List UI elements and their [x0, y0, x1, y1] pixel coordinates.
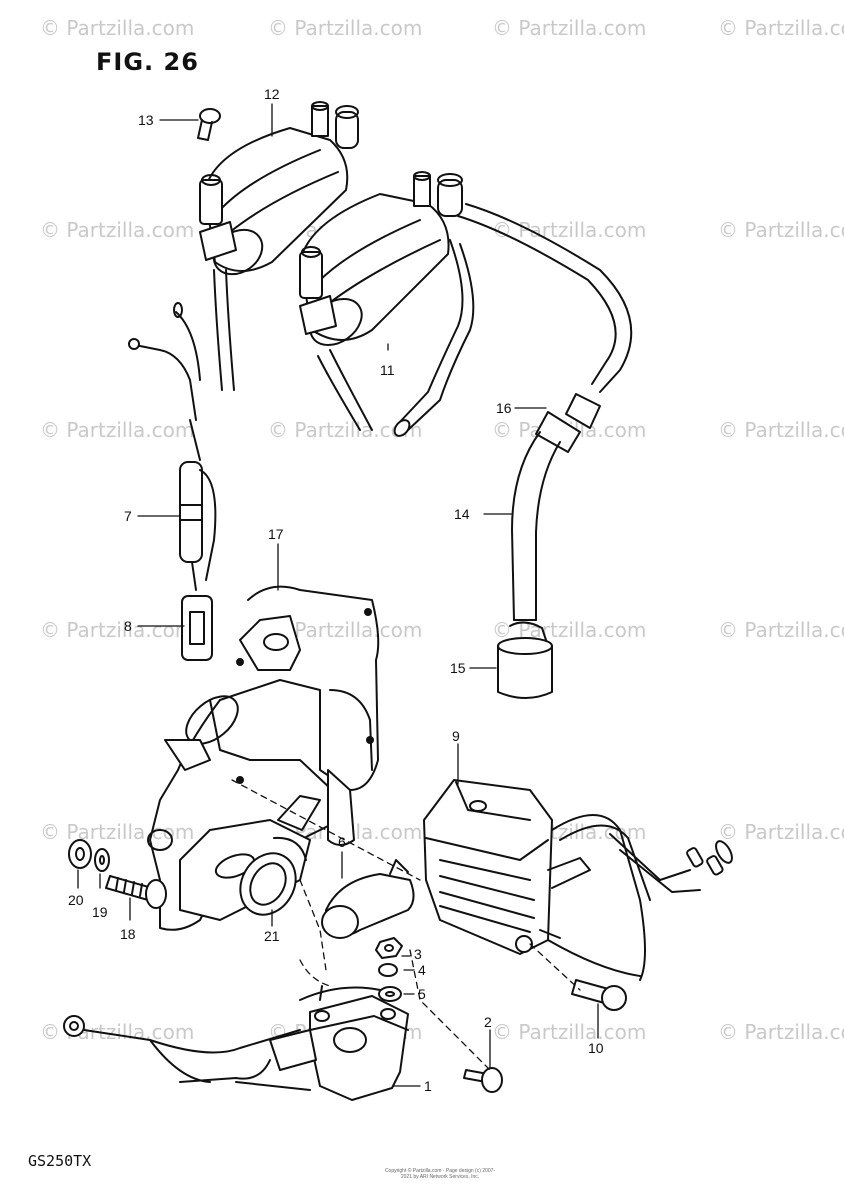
callout-20: 20 — [68, 892, 84, 908]
connection-lines — [232, 780, 580, 1070]
watermark: © Partzilla.com — [492, 1020, 647, 1044]
watermark: © Partzilla.com — [492, 218, 647, 242]
watermark: © Partzilla.com — [718, 418, 844, 442]
nut-3 — [376, 938, 402, 958]
screw-13 — [198, 109, 220, 140]
watermark: © Partzilla.com — [40, 218, 195, 242]
callout-13: 13 — [138, 112, 154, 128]
callout-21: 21 — [264, 928, 280, 944]
callout-17: 17 — [268, 526, 284, 542]
ignition-coil-upper — [200, 102, 358, 283]
callout-10: 10 — [588, 1040, 604, 1056]
starter-relay — [270, 986, 408, 1100]
callout-6: 6 — [338, 834, 346, 850]
watermark: © Partzilla.com — [492, 16, 647, 40]
callout-7: 7 — [124, 508, 132, 524]
callout-8: 8 — [124, 618, 132, 634]
watermark: © Partzilla.com — [718, 618, 844, 642]
callout-2: 2 — [484, 1014, 492, 1030]
watermark: © Partzilla.com — [40, 618, 195, 642]
callout-15: 15 — [450, 660, 466, 676]
watermark: © Partzilla.com — [718, 218, 844, 242]
coil-wiring — [129, 303, 215, 660]
leader-lines — [78, 104, 598, 1086]
washer-5 — [379, 987, 401, 1001]
regulator-rectifier — [424, 780, 735, 980]
grommet-21 — [229, 843, 306, 924]
watermark: © Partzilla.com — [40, 16, 195, 40]
callout-14: 14 — [454, 506, 470, 522]
callout-19: 19 — [92, 904, 108, 920]
callout-12: 12 — [264, 86, 280, 102]
watermark: © Partzilla.com — [718, 820, 844, 844]
callout-5: 5 — [418, 986, 426, 1002]
rubber-cap-6 — [322, 860, 414, 938]
washer-4 — [379, 964, 397, 976]
figure-title: FIG. 26 — [96, 48, 199, 76]
screw-10 — [572, 980, 626, 1010]
callout-16: 16 — [496, 400, 512, 416]
watermark: © Partzilla.com — [718, 16, 844, 40]
screw-2 — [464, 1068, 502, 1092]
callout-3: 3 — [414, 946, 422, 962]
callout-9: 9 — [452, 728, 460, 744]
watermark: © Partzilla.com — [718, 1020, 844, 1044]
watermark: © Partzilla.com — [40, 418, 195, 442]
callout-1: 1 — [424, 1078, 432, 1094]
callout-11: 11 — [380, 362, 395, 378]
copyright-note: Copyright © Partzilla.com · Page design … — [384, 1168, 496, 1180]
model-code: GS250TX — [28, 1152, 92, 1170]
relay-wiring — [64, 1016, 310, 1090]
watermark: © Partzilla.com — [268, 16, 423, 40]
bolt-18 — [106, 876, 166, 908]
washers-19-20 — [69, 840, 109, 871]
ignition-coil-lower — [300, 172, 462, 354]
plug-cap-assembly — [498, 394, 600, 698]
callout-4: 4 — [418, 962, 426, 978]
callout-18: 18 — [120, 926, 136, 942]
high-tension-leads — [214, 204, 631, 439]
